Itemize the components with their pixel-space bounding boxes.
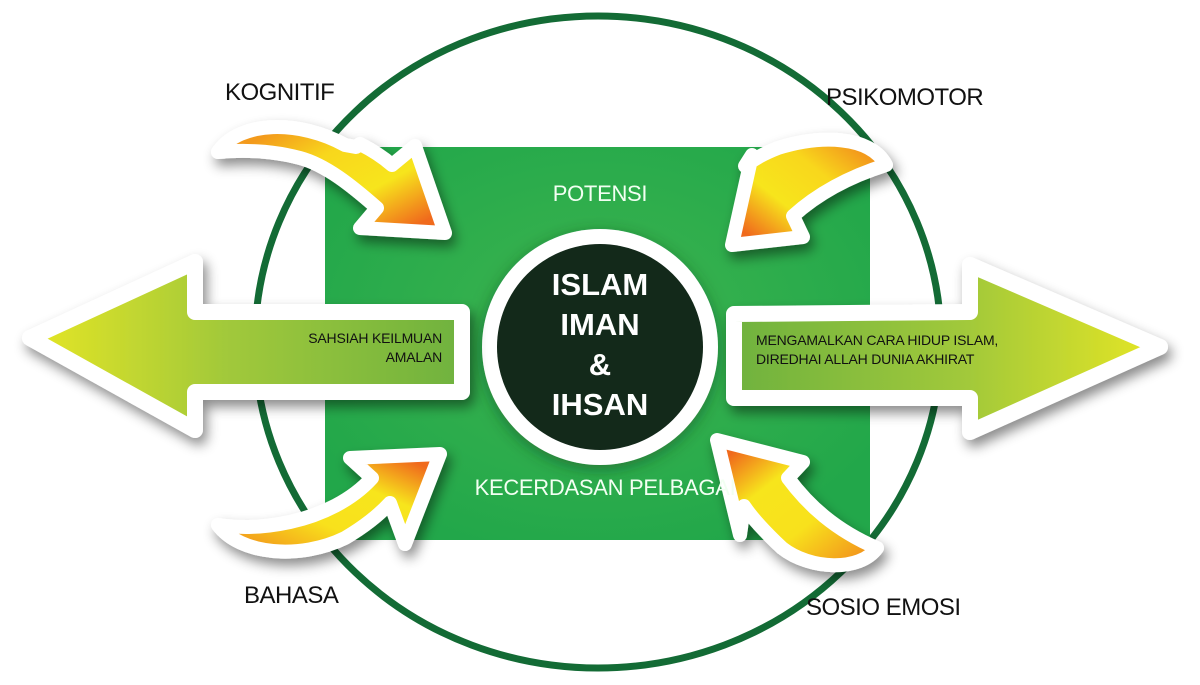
square-top-label: POTENSI (552, 181, 648, 206)
input-label-kognitif: KOGNITIF (225, 79, 335, 106)
bahasa-arrow (211, 447, 447, 559)
input-label-psikomotor: PSIKOMOTOR (826, 84, 984, 111)
core-circle (497, 244, 703, 450)
core-text: ISLAM IMAN & IHSAN (492, 247, 708, 443)
left-output-line-2: AMALAN (385, 349, 443, 365)
square-bottom-label: KECERDASAN PELBAGAI (474, 475, 736, 500)
core-line-ampersand: & (588, 347, 612, 382)
right-output-line-1: MENGAMALKAN CARA HIDUP ISLAM, (756, 332, 999, 348)
right-output-text: MENGAMALKAN CARA HIDUP ISLAM, DIREDHAI A… (756, 331, 998, 369)
right-output-line-2: DIREDHAI ALLAH DUNIA AKHIRAT (756, 351, 975, 367)
core-line-iman: IMAN (560, 307, 640, 342)
right-output-arrow (726, 257, 1168, 440)
input-label-bahasa: BAHASA (244, 582, 339, 609)
core-line-islam: ISLAM (551, 267, 649, 302)
left-output-arrow (22, 254, 470, 438)
sosio-emosi-arrow (710, 433, 884, 573)
left-output-text: SAHSIAH KEILMUAN AMALAN (280, 329, 442, 367)
kognitif-arrow (211, 120, 452, 240)
left-output-line-1: SAHSIAH KEILMUAN (308, 330, 442, 346)
input-label-sosio-emosi: SOSIO EMOSI (806, 594, 961, 621)
psikomotor-arrow (725, 132, 893, 252)
core-line-ihsan: IHSAN (551, 387, 649, 422)
